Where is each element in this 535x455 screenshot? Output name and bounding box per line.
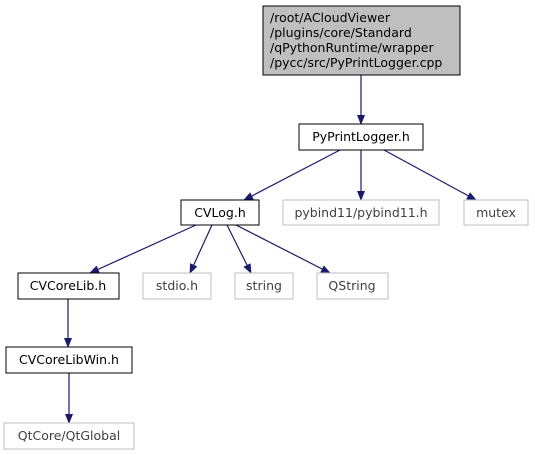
edges-layer	[64, 75, 477, 424]
edge-pyprintlogger-to-cvlog	[243, 149, 341, 201]
edge-cvlog-to-qstring	[235, 224, 331, 274]
node-cvcorelibwin-label: CVCoreLibWin.h	[19, 352, 119, 367]
node-root-line-1: /root/ACloudViewer	[270, 10, 391, 25]
node-root-line-2: /plugins/core/Standard	[270, 25, 412, 40]
node-qtglobal-label: QtCore/QtGlobal	[18, 428, 121, 443]
node-qstring-label: QString	[328, 278, 375, 293]
node-qtglobal[interactable]: QtCore/QtGlobal	[3, 422, 135, 450]
node-pybind11-label: pybind11/pybind11.h	[294, 205, 427, 220]
node-root-file[interactable]: /root/ACloudViewer /plugins/core/Standar…	[262, 5, 461, 76]
edge-cvlog-to-cvcorelib	[89, 224, 197, 274]
node-cvcorelibwin-h[interactable]: CVCoreLibWin.h	[5, 346, 133, 374]
node-cvcorelib-h[interactable]: CVCoreLib.h	[17, 272, 120, 300]
node-cvcorelib-label: CVCoreLib.h	[30, 278, 106, 293]
edge-cvlog-to-string	[226, 224, 252, 274]
node-pyprintlogger-label: PyPrintLogger.h	[312, 129, 410, 144]
node-root-line-4: /pycc/src/PyPrintLogger.cpp	[270, 55, 442, 70]
node-root-line-3: /qPythonRuntime/wrapper	[270, 40, 434, 55]
node-string[interactable]: string	[234, 272, 294, 300]
node-mutex-label: mutex	[476, 205, 516, 220]
node-qstring[interactable]: QString	[316, 272, 389, 300]
node-stdio-h[interactable]: stdio.h	[142, 272, 212, 300]
node-string-label: string	[246, 278, 282, 293]
node-pybind11-h[interactable]: pybind11/pybind11.h	[282, 199, 440, 226]
edge-pyprintlogger-to-mutex	[383, 149, 477, 201]
node-stdio-label: stdio.h	[156, 278, 198, 293]
node-pyprintlogger-h[interactable]: PyPrintLogger.h	[298, 123, 424, 151]
edge-cvlog-to-stdio	[189, 224, 213, 274]
node-cvlog-h[interactable]: CVLog.h	[180, 199, 260, 226]
node-mutex[interactable]: mutex	[463, 199, 529, 226]
node-cvlog-label: CVLog.h	[194, 205, 246, 220]
